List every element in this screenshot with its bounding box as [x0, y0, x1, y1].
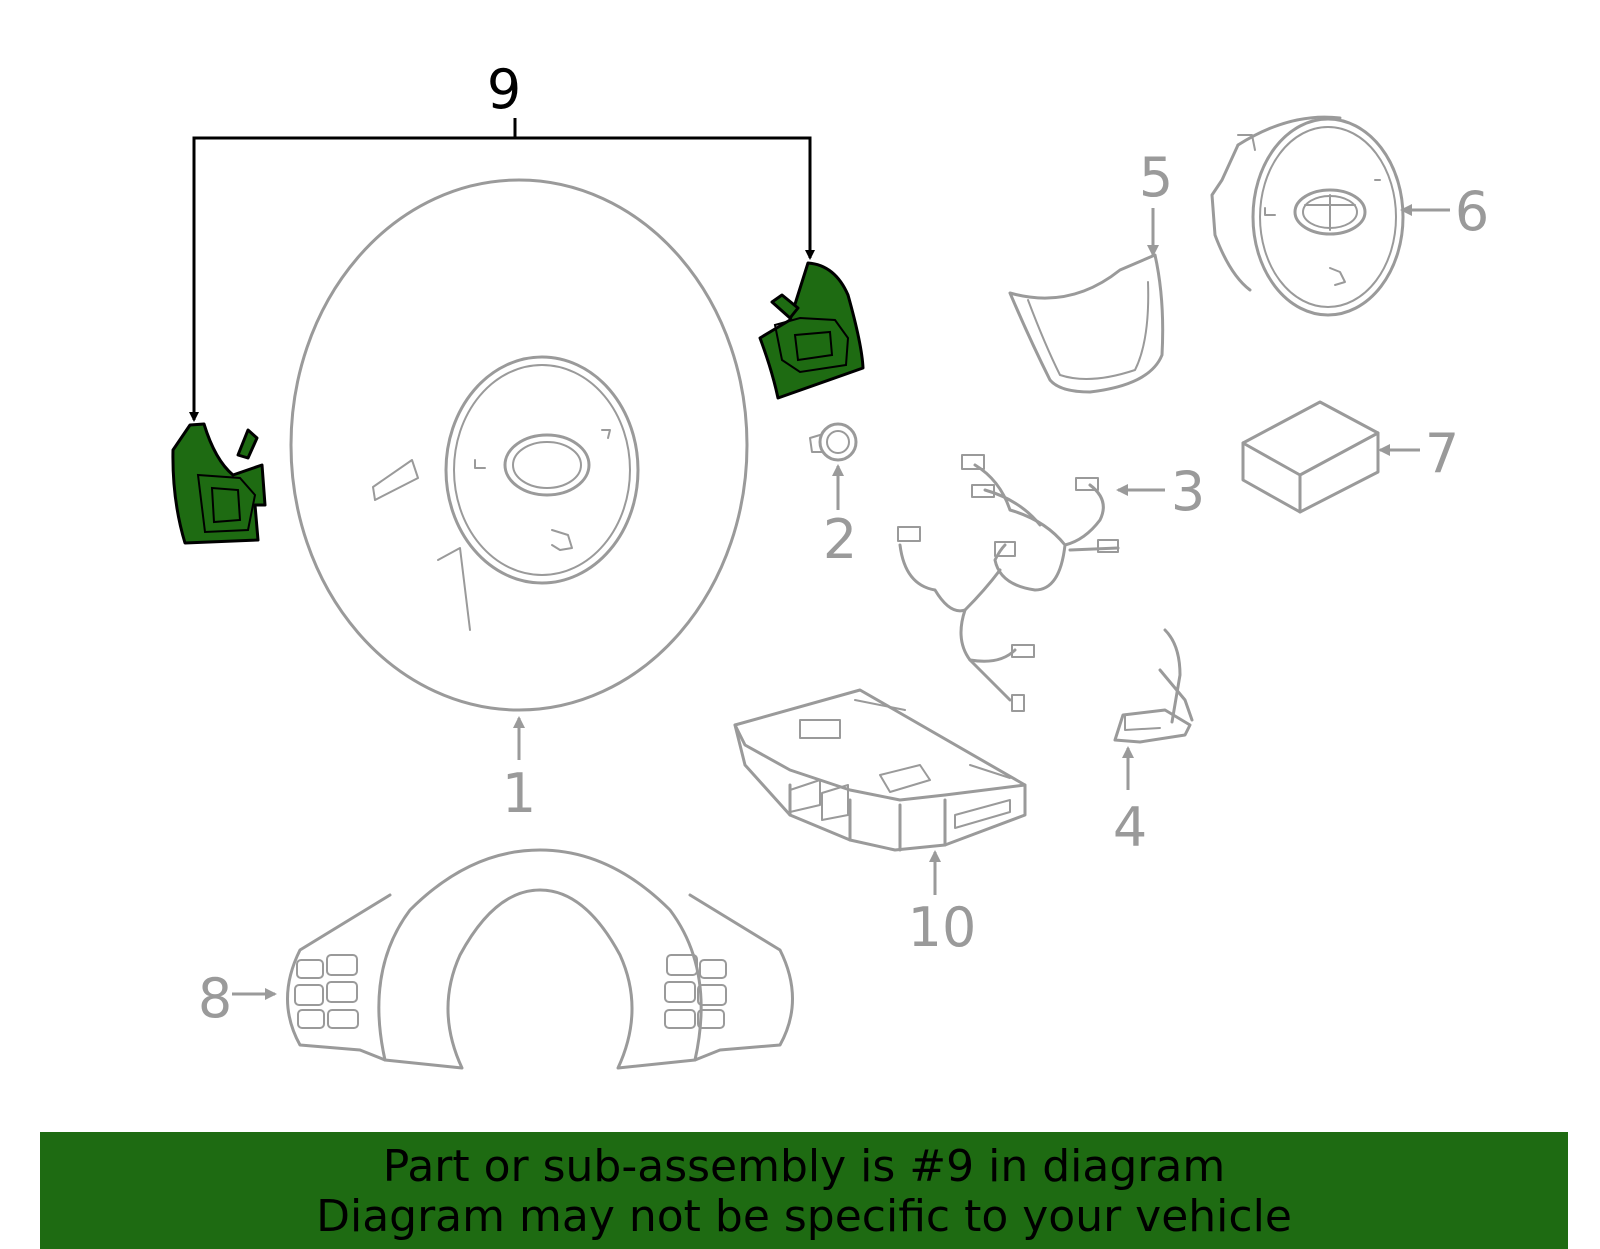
callout-3-label[interactable]: 3: [1171, 460, 1205, 523]
info-banner: Part or sub-assembly is #9 in diagram Di…: [40, 1132, 1568, 1249]
callout-9-bracket: [189, 118, 815, 422]
steering-switch-right[interactable]: [758, 261, 865, 400]
parts-diagram: 9 1 2: [171, 58, 1489, 1070]
cover[interactable]: [1008, 253, 1165, 394]
callout-8-label[interactable]: 8: [198, 967, 232, 1030]
banner-line-1: Part or sub-assembly is #9 in diagram: [382, 1141, 1226, 1192]
control-module[interactable]: [733, 688, 1027, 852]
callout-4-label[interactable]: 4: [1113, 796, 1147, 859]
callout-6-label[interactable]: 6: [1455, 180, 1489, 243]
callout-9-label[interactable]: 9: [487, 58, 521, 121]
wire-harness[interactable]: [897, 454, 1120, 712]
callout-2-label[interactable]: 2: [823, 508, 857, 571]
callout-5-label[interactable]: 5: [1139, 146, 1173, 209]
module-box[interactable]: [1241, 400, 1380, 514]
callout-1-label[interactable]: 1: [502, 762, 536, 825]
steering-switch-left[interactable]: [171, 422, 267, 545]
banner-line-2: Diagram may not be specific to your vehi…: [316, 1191, 1292, 1242]
callout-7-label[interactable]: 7: [1425, 422, 1459, 485]
sensor[interactable]: [1113, 628, 1194, 744]
callout-10-label[interactable]: 10: [908, 896, 977, 959]
wheel-trim-switches[interactable]: [286, 848, 794, 1070]
airbag[interactable]: [1210, 115, 1405, 317]
clip[interactable]: [809, 422, 858, 462]
steering-wheel[interactable]: [289, 178, 749, 712]
